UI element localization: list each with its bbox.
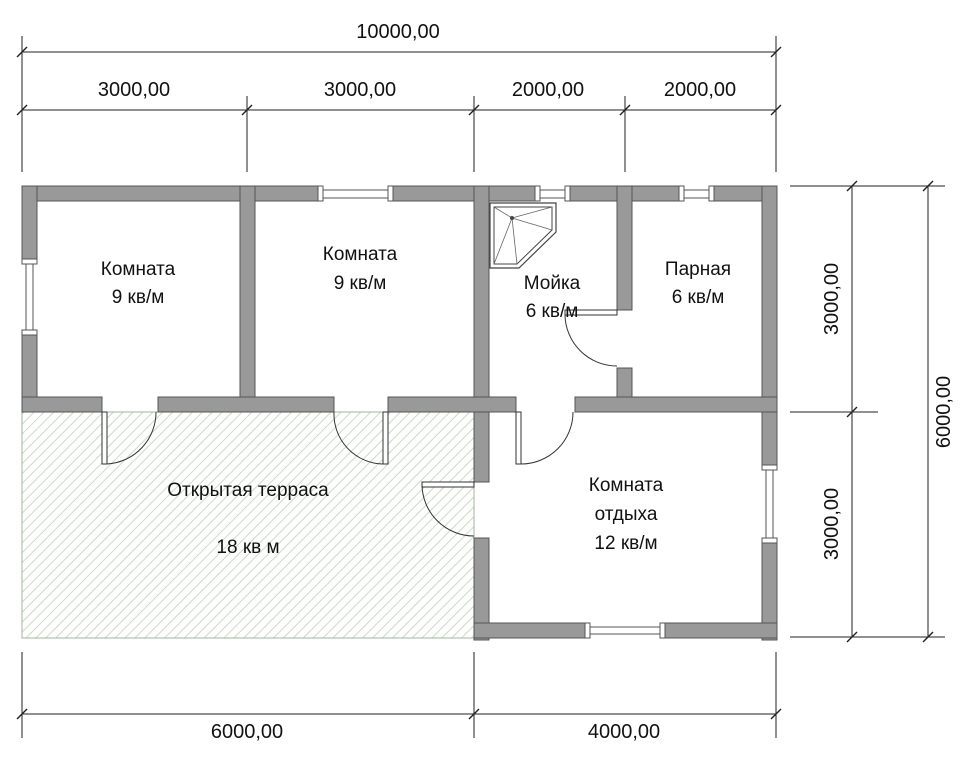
room1-area: 9 кв/м bbox=[112, 287, 165, 308]
dim-right-segment-2: 3000,00 bbox=[821, 488, 843, 560]
door-room1 bbox=[101, 411, 157, 465]
rest-name-line1: Комната bbox=[589, 475, 664, 496]
dim-top-segment-2: 3000,00 bbox=[324, 79, 396, 101]
room2-area: 9 кв/м bbox=[334, 273, 387, 294]
terrace-area-label: 18 кв м bbox=[216, 537, 279, 558]
dim-total-width: 10000,00 bbox=[356, 21, 439, 43]
window-top-steam bbox=[678, 185, 715, 202]
door-rest-top bbox=[515, 411, 574, 465]
door-room2 bbox=[333, 411, 389, 465]
dim-right-segment-1: 3000,00 bbox=[821, 263, 843, 335]
door-wash-steam bbox=[564, 309, 618, 367]
steam-name: Парная bbox=[665, 259, 731, 280]
window-left-room1 bbox=[21, 258, 38, 336]
window-right-rest bbox=[761, 464, 778, 544]
terrace-name: Открытая терраса bbox=[167, 480, 329, 501]
dim-top-segment-3: 2000,00 bbox=[512, 79, 584, 101]
dim-top-segment-4: 2000,00 bbox=[664, 79, 736, 101]
steam-area: 6 кв/м bbox=[672, 287, 725, 308]
dim-bottom-segment-2: 4000,00 bbox=[588, 721, 660, 743]
window-bottom-rest bbox=[584, 622, 666, 639]
room1-name: Комната bbox=[101, 259, 176, 280]
window-top-room2 bbox=[317, 185, 394, 202]
dimension-lines bbox=[16, 36, 945, 738]
doors bbox=[101, 309, 618, 537]
wash-area: 6 кв/м bbox=[526, 301, 579, 322]
dim-bottom-segment-1: 6000,00 bbox=[211, 721, 283, 743]
dim-top-segment-1: 3000,00 bbox=[98, 79, 170, 101]
room2-name: Комната bbox=[323, 244, 398, 265]
window-top-wash bbox=[534, 185, 571, 202]
door-terrace-rest bbox=[421, 481, 475, 537]
windows bbox=[21, 185, 778, 639]
wash-name: Мойка bbox=[524, 273, 581, 294]
rest-area: 12 кв/м bbox=[594, 533, 657, 554]
rest-name-line2: отдыха bbox=[595, 504, 658, 525]
walls bbox=[21, 185, 778, 641]
terrace-area bbox=[21, 411, 475, 639]
dim-total-height: 6000,00 bbox=[933, 376, 955, 448]
shower-icon bbox=[489, 202, 557, 269]
